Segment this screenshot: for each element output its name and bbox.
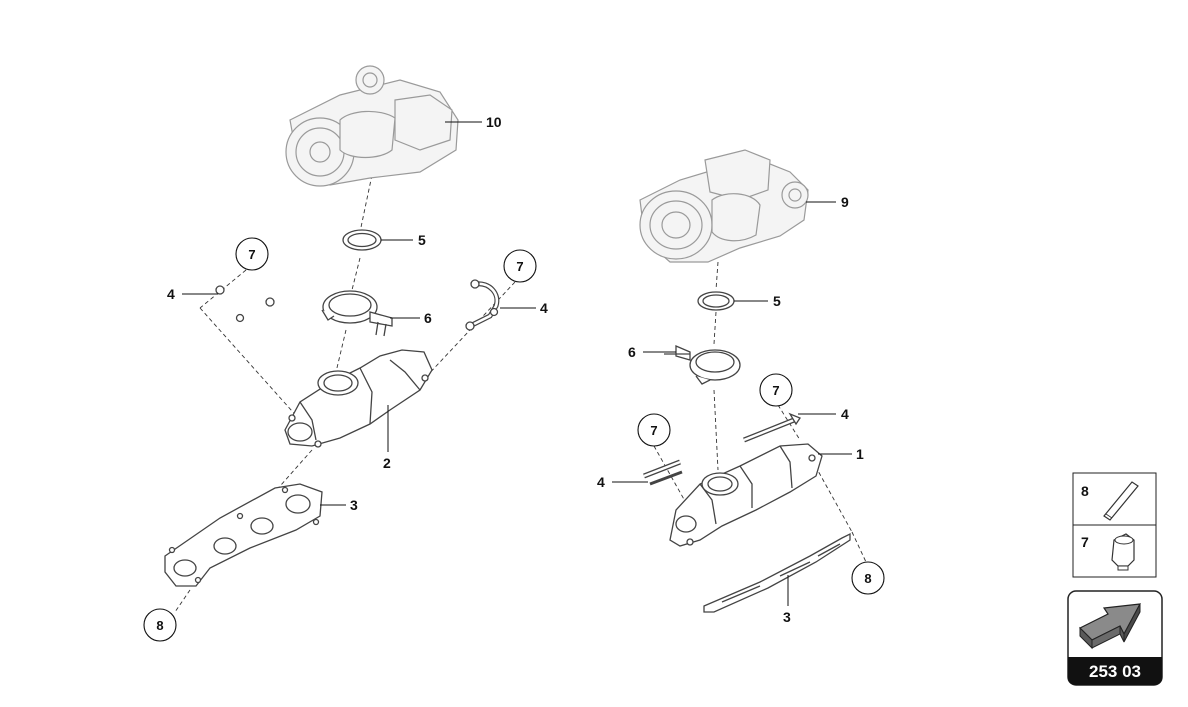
right-turbocharger <box>639 149 809 263</box>
svg-text:7: 7 <box>1081 534 1089 550</box>
label-left-turbo: 10 <box>486 114 502 130</box>
right-assembly-lines <box>653 261 867 563</box>
left-v-band-clamp <box>321 290 393 337</box>
callout-right-mid-left: 7 <box>637 413 671 447</box>
right-exhaust-manifold <box>669 443 823 547</box>
stud-icon <box>1103 481 1139 521</box>
label-right-bracket-top: 4 <box>841 406 849 422</box>
callout-right-bottom: 8 <box>851 561 885 595</box>
label-left-manifold: 2 <box>383 455 391 471</box>
label-left-gasket: 3 <box>350 497 358 513</box>
label-right-manifold: 1 <box>856 446 864 462</box>
callout-left-top-left: 7 <box>235 237 269 271</box>
legend-item-stud: 8 <box>1081 481 1139 521</box>
callout-left-bottom: 8 <box>143 608 177 642</box>
svg-text:8: 8 <box>864 571 871 586</box>
right-heat-shield-bracket-top <box>743 412 801 443</box>
svg-text:7: 7 <box>772 383 779 398</box>
right-sealing-ring <box>697 291 735 311</box>
label-right-turbo: 9 <box>841 194 849 210</box>
left-heat-shield-bracket-left <box>213 285 275 326</box>
label-right-bracket-left: 4 <box>597 474 605 490</box>
label-left-ring: 5 <box>418 232 426 248</box>
svg-text:7: 7 <box>516 259 523 274</box>
label-right-gasket: 3 <box>783 609 791 625</box>
label-right-clamp: 6 <box>628 344 636 360</box>
svg-text:7: 7 <box>248 247 255 262</box>
right-heat-shield-bracket-left <box>643 459 683 486</box>
svg-text:7: 7 <box>650 423 657 438</box>
right-v-band-clamp <box>664 345 741 385</box>
left-heat-shield-bracket-right <box>465 279 500 331</box>
next-page-arrow-icon <box>1078 603 1142 650</box>
left-sealing-ring <box>342 229 382 251</box>
hardware-legend: 8 7 <box>1072 472 1157 578</box>
legend-item-nut: 7 <box>1081 533 1135 571</box>
right-leader-lines <box>612 201 852 606</box>
label-left-bracket-right: 4 <box>540 300 548 316</box>
label-left-bracket-left: 4 <box>167 286 175 302</box>
page-reference-number: 253 03 <box>1089 662 1141 681</box>
svg-text:8: 8 <box>1081 483 1089 499</box>
callout-right-mid-upper: 7 <box>759 373 793 407</box>
left-exhaust-manifold <box>284 349 433 448</box>
callout-left-top-right: 7 <box>503 249 537 283</box>
right-manifold-gasket <box>703 532 851 613</box>
left-leader-lines <box>182 121 536 506</box>
left-manifold-gasket <box>164 483 323 587</box>
label-right-ring: 5 <box>773 293 781 309</box>
label-left-clamp: 6 <box>424 310 432 326</box>
page-reference-tag: 253 03 <box>1067 590 1163 686</box>
left-turbocharger <box>285 65 459 187</box>
svg-text:8: 8 <box>156 618 163 633</box>
nut-icon <box>1111 533 1135 571</box>
